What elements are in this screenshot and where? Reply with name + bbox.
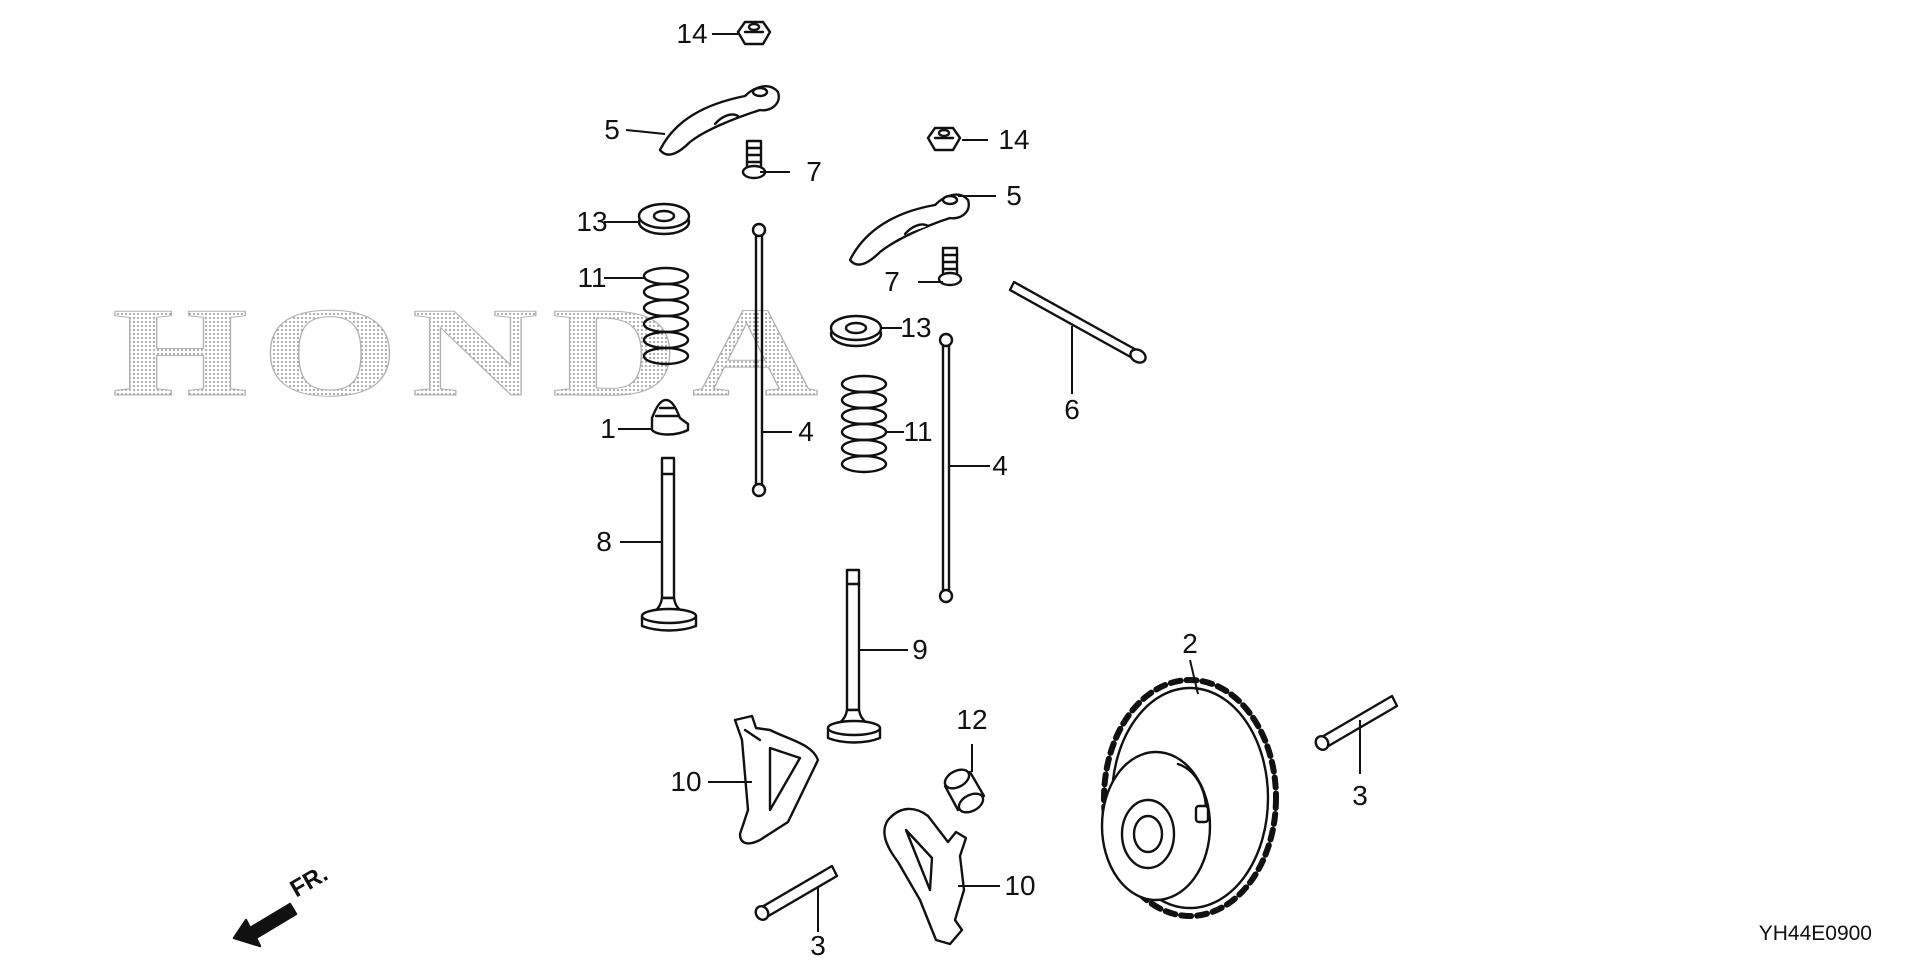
callout-13: 13 (900, 312, 932, 343)
callout-14: 14 (676, 18, 708, 49)
pivot-bolt-7-right (937, 246, 963, 287)
nut-14-right (926, 126, 962, 152)
cam-follower-10-right (883, 807, 968, 946)
callout-1: 1 (600, 413, 616, 444)
collar-12 (943, 768, 986, 814)
callout-11: 11 (577, 262, 607, 293)
callout-5: 5 (1006, 180, 1022, 211)
callout-4: 4 (992, 450, 1008, 481)
callout-13: 13 (576, 206, 608, 237)
leader-lines (604, 33, 1361, 932)
callout-9: 9 (912, 634, 928, 665)
callout-7: 7 (806, 156, 822, 187)
callout-5: 5 (604, 114, 620, 145)
diagram-code: YH44E0900 (1758, 922, 1872, 945)
pin-6 (1008, 280, 1147, 364)
callout-6: 6 (1064, 394, 1080, 425)
spring-retainer-13-right (829, 314, 883, 348)
callout-12: 12 (956, 704, 988, 735)
pin-3-bottom (754, 864, 839, 921)
intake-valve-8 (640, 456, 698, 632)
callout-3: 3 (810, 930, 826, 961)
callout-14: 14 (998, 124, 1030, 155)
valve-spring-11-left (642, 266, 690, 366)
callout-2: 2 (1182, 628, 1198, 659)
exhaust-valve-9 (826, 568, 882, 744)
valve-stem-seal-1 (650, 398, 690, 436)
push-rod-4-right (938, 332, 954, 604)
push-rod-4-left (751, 222, 767, 498)
callout-3: 3 (1352, 780, 1368, 811)
rocker-arm-5-left (658, 85, 780, 156)
callout-10: 10 (1004, 870, 1036, 901)
callout-7: 7 (884, 266, 900, 297)
pin-3-right (1314, 694, 1399, 751)
rocker-arm-5-right (848, 193, 970, 266)
callout-10: 10 (670, 766, 702, 797)
camshaft-gear-2 (1100, 677, 1279, 919)
callout-11: 11 (903, 416, 933, 447)
pivot-bolt-7-left (741, 139, 767, 180)
front-direction-arrow-icon (232, 902, 298, 948)
callout-4: 4 (798, 416, 814, 447)
nut-14-left (736, 20, 772, 46)
callout-8: 8 (596, 526, 612, 557)
cam-follower-10-left (733, 714, 820, 845)
spring-retainer-13-left (637, 202, 691, 236)
honda-watermark: HONDA (112, 281, 832, 423)
